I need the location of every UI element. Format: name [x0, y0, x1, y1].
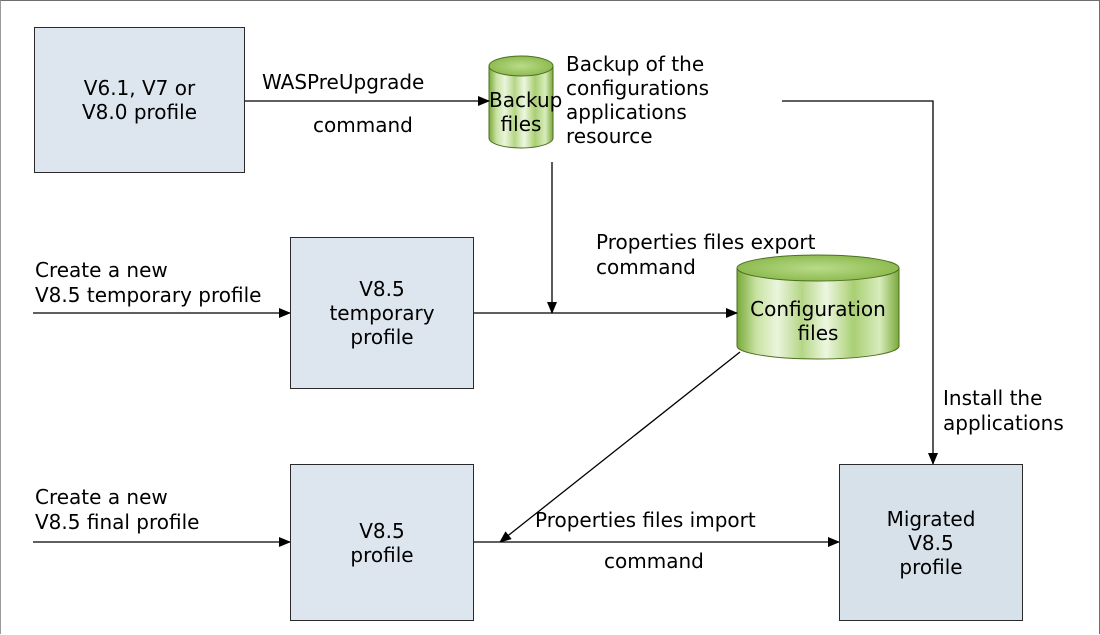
preupgrade-label-bottom: command: [313, 113, 413, 137]
backup-note: Backup of the configurations application…: [566, 52, 710, 148]
migrated-profile-text: Migrated V8.5 profile: [886, 506, 976, 579]
preupgrade-label-top: WASPreUpgrade: [262, 70, 425, 94]
configuration-files-label: Configuration files: [750, 297, 886, 345]
install-label: Install the applications: [943, 386, 1064, 435]
create-temp-label: Create a new V8.5 temporary profile: [35, 258, 262, 307]
configuration-files-cylinder: [736, 254, 900, 360]
backup-files-cylinder: [488, 55, 554, 149]
export-note: Properties files export command: [596, 230, 816, 279]
backup-files-label: Backup files: [489, 88, 563, 136]
final-profile-box: V8.5 profile: [290, 464, 474, 621]
source-profile-text: V6.1, V7 or V8.0 profile: [81, 76, 198, 124]
migrated-profile-box: Migrated V8.5 profile: [839, 464, 1023, 621]
final-profile-text: V8.5 profile: [350, 518, 414, 567]
temporary-profile-box: V8.5 temporary profile: [290, 237, 474, 389]
import-label-top: Properties files import: [535, 508, 756, 532]
arrow-install: [782, 100, 938, 465]
import-label-bottom: command: [604, 549, 704, 573]
source-profile-box: V6.1, V7 or V8.0 profile: [34, 27, 245, 173]
create-final-label: Create a new V8.5 final profile: [35, 485, 200, 534]
temporary-profile-text: V8.5 temporary profile: [329, 277, 435, 349]
arrow-config-to-import: [499, 351, 741, 543]
